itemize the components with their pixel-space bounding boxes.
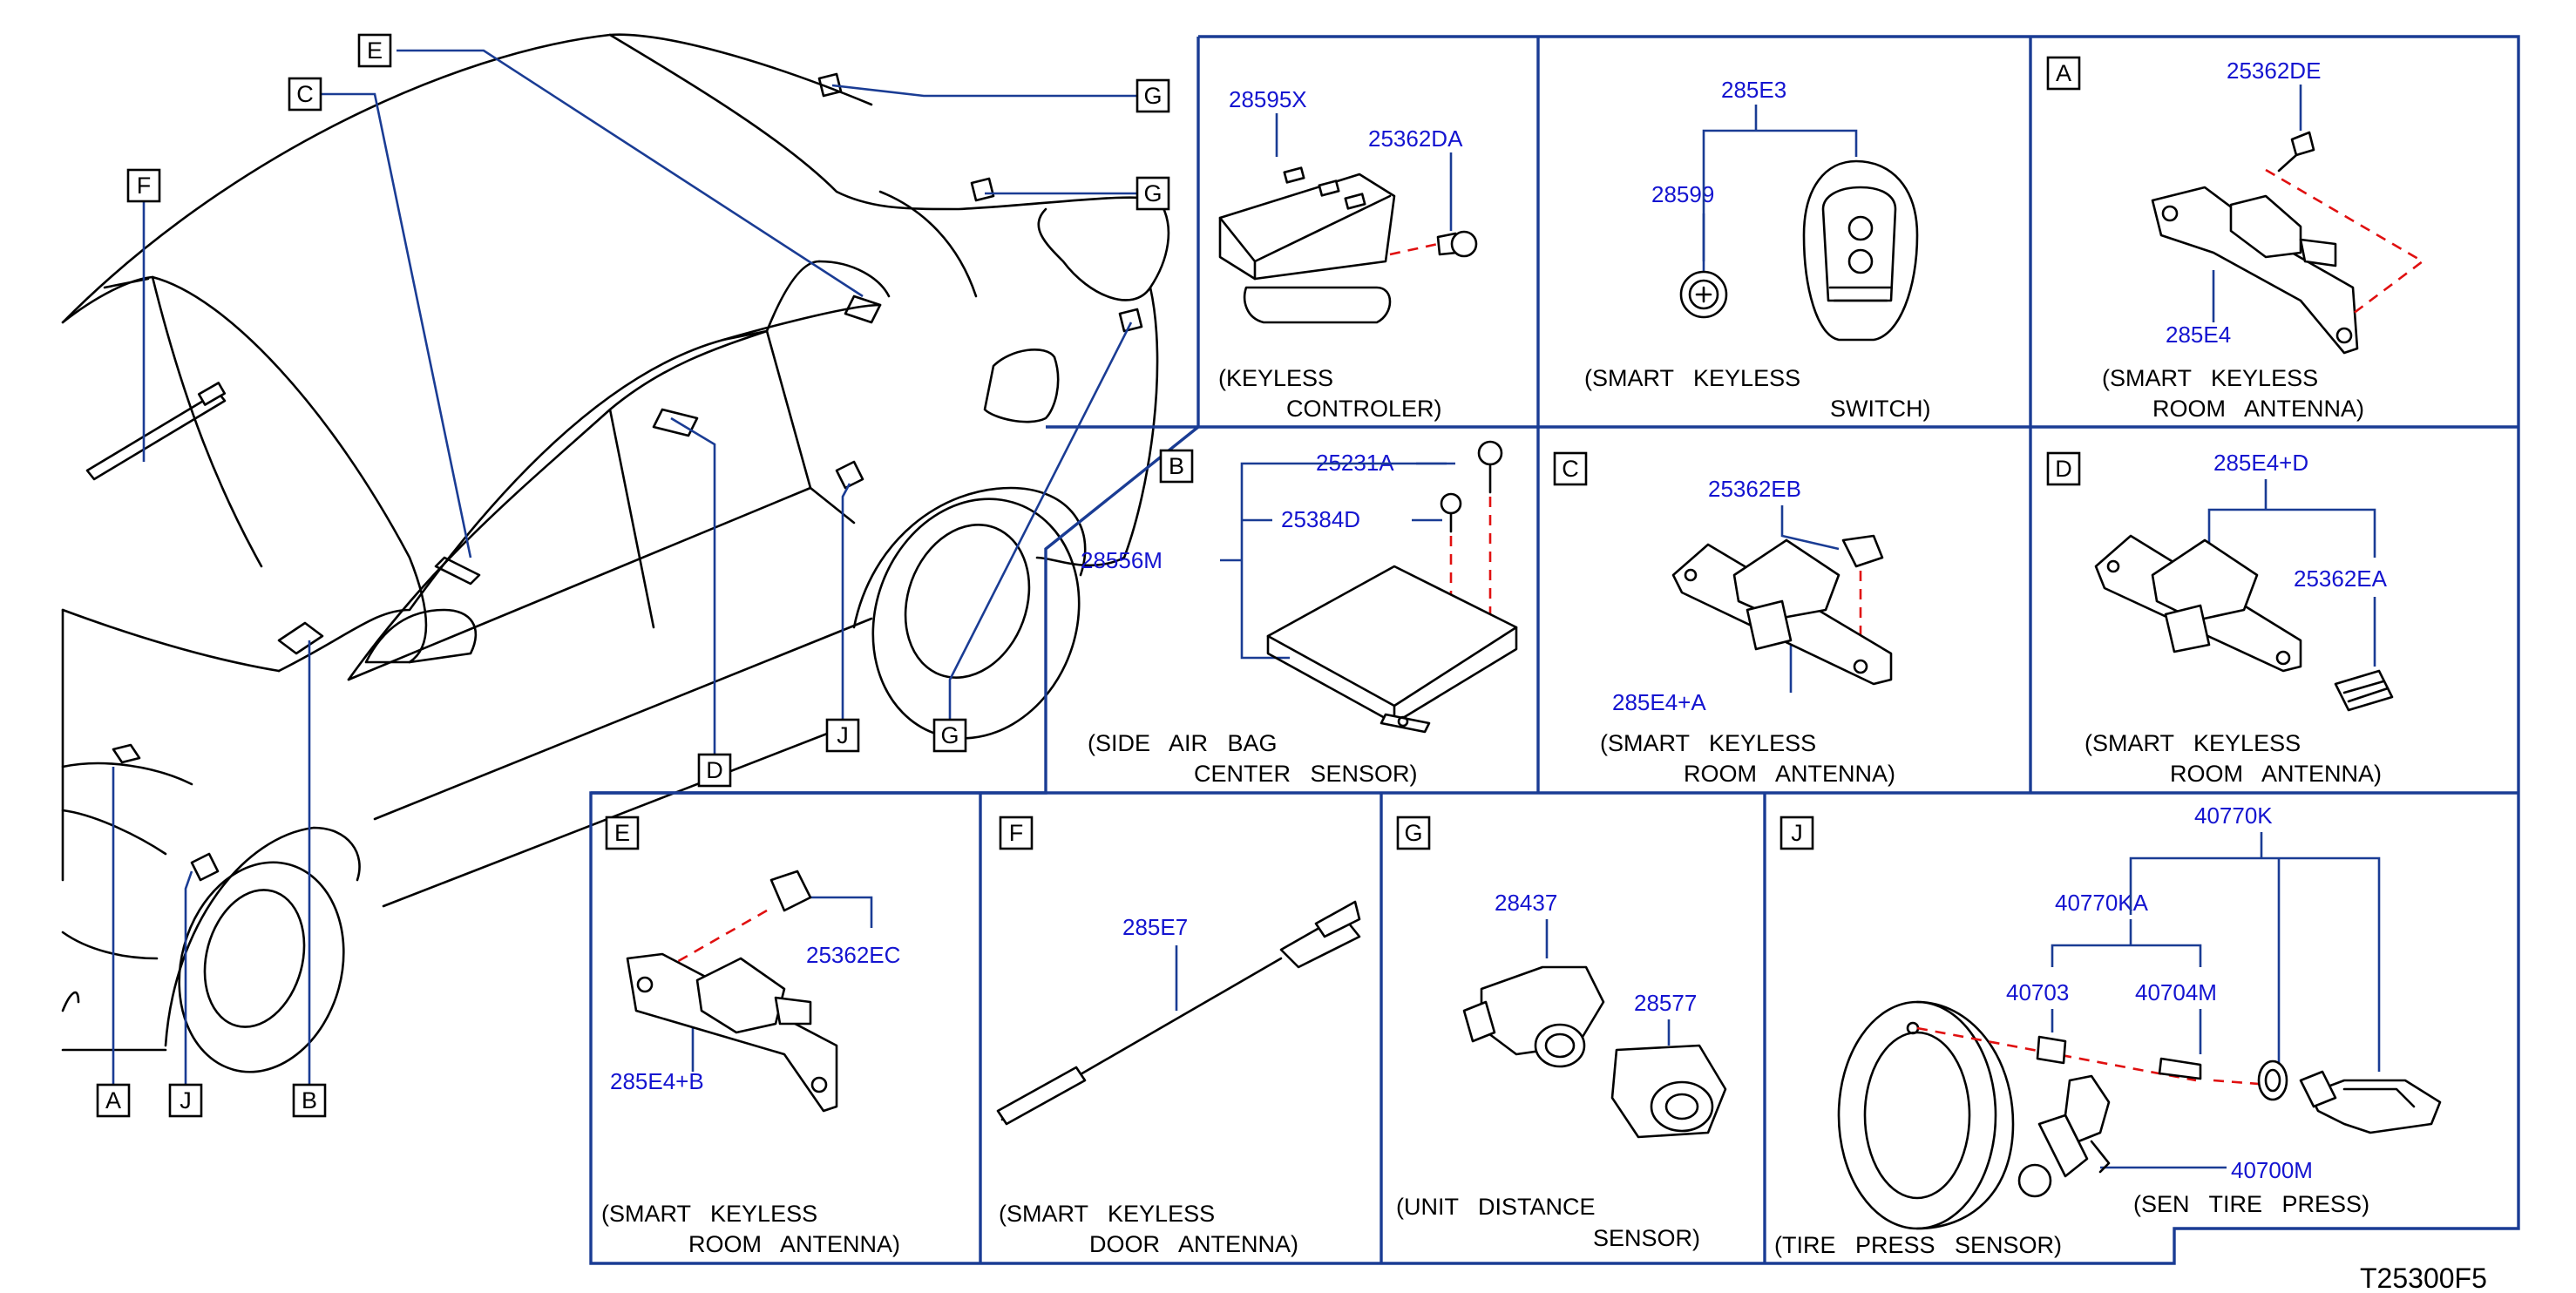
car-label-a: A bbox=[105, 1087, 121, 1114]
panel-g-letter: G bbox=[1404, 820, 1422, 846]
part-28437: 28437 bbox=[1495, 890, 1557, 916]
part-25362eb: 25362EB bbox=[1708, 476, 1801, 502]
car-label-d: D bbox=[706, 757, 723, 783]
panel-keyless-controller: 28595X 25362DA (KEYLESS CONTROLER) bbox=[1218, 86, 1478, 422]
panel-f-letter: F bbox=[1009, 820, 1024, 846]
car-label-j: J bbox=[837, 722, 849, 748]
panel-b: B 25231A 25384D 28556M (SIDE AIR BAG CEN… bbox=[1081, 440, 1518, 787]
car-label-g-bottom: G bbox=[940, 722, 959, 748]
car-label-j-bottom: J bbox=[180, 1087, 192, 1114]
panel-e: E 25362EC 285E4+B (SMART KEYLESS ROOM AN… bbox=[601, 816, 900, 1257]
part-28556m: 28556M bbox=[1081, 547, 1163, 573]
caption-e-1: (SMART KEYLESS bbox=[601, 1201, 817, 1227]
car-label-g-mid: G bbox=[1143, 180, 1162, 206]
part-40704m: 40704M bbox=[2135, 979, 2217, 1005]
panel-j: J 40770K 40770KA 40703 40704M 40700M bbox=[1774, 802, 2442, 1258]
panel-f: F 285E7 (SMART KEYLESS DOOR ANTENNA) bbox=[996, 816, 1361, 1257]
caption-smart-keyless-switch-1: (SMART KEYLESS bbox=[1584, 365, 1800, 391]
caption-a-1: (SMART KEYLESS bbox=[2102, 365, 2318, 391]
car-label-e: E bbox=[367, 37, 383, 64]
figure-code: T25300F5 bbox=[2360, 1263, 2487, 1293]
panel-smart-keyless-switch: 285E3 28599 (SMART KEYLESS SWITCH) bbox=[1584, 77, 1930, 422]
part-28599: 28599 bbox=[1651, 181, 1714, 207]
part-285e3: 285E3 bbox=[1721, 77, 1786, 103]
caption-smart-keyless-switch-2: SWITCH) bbox=[1830, 396, 1930, 422]
caption-b-1: (SIDE AIR BAG bbox=[1088, 730, 1278, 756]
part-285e7: 285E7 bbox=[1122, 914, 1188, 940]
panel-d: D 285E4+D 25362EA (SMART KEYLESS ROOM AN… bbox=[2046, 450, 2394, 787]
panel-b-letter: B bbox=[1169, 453, 1184, 479]
caption-f-1: (SMART KEYLESS bbox=[999, 1201, 1215, 1227]
panel-a: A 25362DE 285E4 (SMART KEYLESS ROOM ANTE… bbox=[2046, 56, 2425, 422]
panel-d-letter: D bbox=[2055, 456, 2072, 482]
caption-g-2: SENSOR) bbox=[1593, 1225, 1700, 1251]
caption-g-1: (UNIT DISTANCE bbox=[1396, 1194, 1596, 1220]
caption-e-2: ROOM ANTENNA) bbox=[688, 1231, 900, 1257]
panel-a-letter: A bbox=[2056, 60, 2071, 86]
caption-j-main: (TIRE PRESS SENSOR) bbox=[1774, 1232, 2062, 1258]
caption-d-2: ROOM ANTENNA) bbox=[2170, 761, 2382, 787]
part-25362da: 25362DA bbox=[1368, 125, 1463, 152]
car-leader-lines bbox=[112, 49, 1137, 1085]
car-label-b-bottom: B bbox=[302, 1087, 317, 1114]
panel-c-letter: C bbox=[1562, 456, 1579, 482]
panel-j-letter: J bbox=[1791, 820, 1803, 846]
car-label-f: F bbox=[137, 173, 152, 199]
part-285e4-plus-b: 285E4+B bbox=[610, 1068, 704, 1094]
caption-keyless-controller-1: (KEYLESS bbox=[1218, 365, 1333, 391]
part-285e4-plus-a: 285E4+A bbox=[1612, 689, 1706, 715]
part-40770ka: 40770KA bbox=[2055, 890, 2149, 916]
part-28577: 28577 bbox=[1634, 990, 1697, 1016]
panel-c: C 25362EB 285E4+A (SMART KEYLESS ROOM AN… bbox=[1553, 451, 1895, 787]
caption-keyless-controller-2: CONTROLER) bbox=[1286, 396, 1442, 422]
part-40770k: 40770K bbox=[2194, 802, 2273, 829]
caption-d-1: (SMART KEYLESS bbox=[2085, 730, 2301, 756]
caption-a-2: ROOM ANTENNA) bbox=[2152, 396, 2364, 422]
caption-j-sub: (SEN TIRE PRESS) bbox=[2133, 1191, 2369, 1217]
part-285e4: 285E4 bbox=[2166, 322, 2231, 348]
car-label-c: C bbox=[296, 81, 314, 107]
part-40700m: 40700M bbox=[2231, 1157, 2313, 1183]
car-label-g-top: G bbox=[1143, 83, 1162, 109]
caption-f-2: DOOR ANTENNA) bbox=[1089, 1231, 1298, 1257]
part-28595x: 28595X bbox=[1229, 86, 1307, 112]
panel-g: G 28437 28577 (UNIT DISTANCE SENSOR) bbox=[1396, 816, 1727, 1251]
part-285e4-plus-d: 285E4+D bbox=[2213, 450, 2308, 476]
panel-e-letter: E bbox=[614, 820, 630, 846]
part-25362ea: 25362EA bbox=[2294, 565, 2388, 592]
caption-c-2: ROOM ANTENNA) bbox=[1684, 761, 1895, 787]
car-label-boxes: F C E G G D J G A J B bbox=[96, 33, 1170, 1118]
part-40703: 40703 bbox=[2006, 979, 2069, 1005]
caption-b-2: CENTER SENSOR) bbox=[1194, 761, 1418, 787]
part-25362de: 25362DE bbox=[2227, 58, 2321, 84]
part-25362ec: 25362EC bbox=[806, 942, 900, 968]
caption-c-1: (SMART KEYLESS bbox=[1600, 730, 1816, 756]
part-25384d: 25384D bbox=[1281, 506, 1360, 532]
car-outline bbox=[61, 33, 1170, 1073]
panel-grid bbox=[589, 35, 2520, 1265]
